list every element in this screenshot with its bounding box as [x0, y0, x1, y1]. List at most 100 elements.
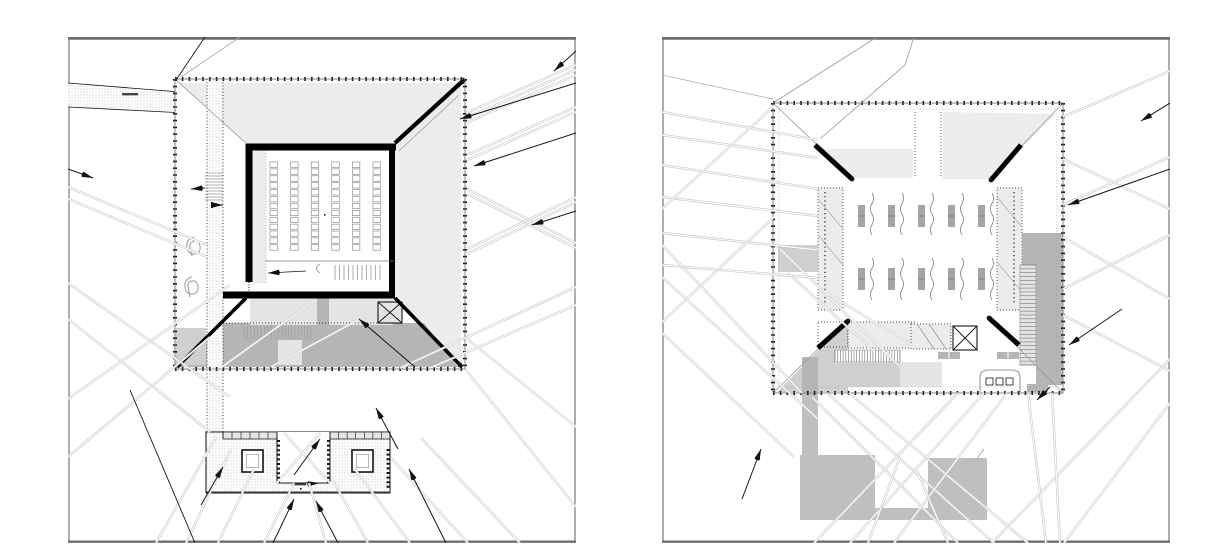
counter-seat [985, 377, 994, 386]
auditorium-seat-grid [290, 210, 299, 216]
direction-arrow [190, 185, 206, 192]
cable-line [1062, 70, 1170, 118]
cable-line [129, 389, 196, 543]
auditorium-seat-grid [290, 216, 299, 223]
plan-line [817, 198, 844, 230]
reading-table-row [899, 192, 905, 236]
cable-line [399, 286, 576, 369]
cable-line [175, 37, 206, 81]
cable-line [662, 276, 819, 420]
cable-line [974, 448, 985, 462]
auditorium-seat-grid [310, 196, 319, 203]
plan-line [996, 261, 1023, 293]
cable-line [662, 134, 819, 159]
cable-line [1063, 402, 1170, 543]
auditorium-seat-grid [290, 161, 299, 168]
auditorium-seat-grid [290, 223, 299, 230]
auditorium-seat-grid [352, 244, 361, 251]
cable-line [819, 288, 913, 346]
auditorium-seat-grid [331, 210, 340, 216]
anchor-cable [293, 438, 321, 476]
sw-brace [816, 319, 850, 350]
auditorium-seat-grid [269, 168, 278, 175]
illegible-micro-label [292, 483, 306, 486]
cable-line [185, 448, 232, 543]
north-gallery [179, 83, 461, 145]
auditorium-seat-grid [269, 223, 278, 230]
plan-line [996, 196, 1023, 228]
auditorium-seat-grid [372, 223, 381, 230]
cable-line [466, 188, 576, 244]
cable-line [813, 392, 959, 543]
auditorium-seat-grid [352, 175, 361, 182]
reading-table-row [929, 257, 935, 301]
auditorium-seat-grid [372, 230, 381, 237]
auditorium-seat-grid [331, 223, 340, 230]
auditorium-seat-grid [331, 196, 340, 203]
auditorium-seat-grid [269, 189, 278, 196]
auditorium-seat-grid [290, 182, 299, 189]
curve-symbol [316, 263, 321, 274]
auditorium-seat-grid [331, 182, 340, 189]
auditorium-seat-grid [331, 244, 340, 251]
auditorium-seat-grid [372, 196, 381, 203]
south-band [178, 323, 458, 367]
east-gallery [996, 187, 1023, 311]
auditorium-seat-grid [352, 168, 361, 175]
illegible-micro-label [122, 93, 138, 96]
cable-line [662, 104, 776, 210]
plan-line [817, 234, 844, 266]
cable-line [465, 64, 576, 114]
cable-line [662, 111, 819, 141]
auditorium-seat-grid [372, 182, 381, 189]
anchor-cable [315, 500, 339, 543]
cable-line [465, 74, 576, 124]
cable-line [466, 193, 576, 249]
anchor-cable [459, 82, 576, 120]
cable-line [867, 456, 901, 543]
auditorium-seat-grid [372, 161, 381, 168]
auditorium-seat-grid [269, 230, 278, 237]
reading-table-row [869, 257, 875, 301]
auditorium-seat-grid [310, 244, 319, 251]
bench [1027, 384, 1048, 392]
auditorium-seat-grid [331, 189, 340, 196]
auditorium-seat-grid [372, 237, 381, 244]
auditorium-seat-grid [372, 216, 381, 223]
cable-line [180, 37, 241, 78]
brace-anchor [986, 315, 992, 321]
cable-line [270, 318, 361, 368]
auditorium-seat-grid [290, 196, 299, 203]
auditorium-seat-grid [352, 189, 361, 196]
ne-brace [989, 143, 1023, 182]
auditorium-seat-grid [331, 161, 340, 168]
cable-line [662, 332, 795, 458]
auditorium-seat-grid [331, 203, 340, 210]
south-room [900, 362, 942, 387]
floor-plan-right [662, 37, 1170, 543]
direction-arrow [267, 269, 307, 276]
lower-level-shadow [800, 455, 875, 520]
cable-line [221, 299, 316, 368]
cable-line [1062, 156, 1170, 206]
auditorium-seat-grid [269, 216, 278, 223]
auditorium-seat-grid [269, 161, 278, 168]
cable-line [1027, 392, 1047, 543]
auditorium-seat-grid [310, 161, 319, 168]
footpath-band [68, 83, 205, 114]
cable-line [662, 164, 819, 190]
auditorium-seat-grid [310, 175, 319, 182]
plan-line [928, 323, 947, 350]
anchor-cable [553, 50, 576, 72]
cable-line [1062, 236, 1170, 300]
cable-line [68, 318, 211, 433]
anchor-cable [1140, 102, 1170, 122]
auditorium-seat-grid [352, 203, 361, 210]
auditorium-seat-grid [290, 244, 299, 251]
cable-line [465, 69, 576, 119]
anchor-cable [272, 498, 295, 543]
auditorium-seat-grid [310, 168, 319, 175]
auditorium-seat-grid [331, 168, 340, 175]
auditorium-seat-grid [310, 189, 319, 196]
entry-corridor [207, 79, 223, 432]
